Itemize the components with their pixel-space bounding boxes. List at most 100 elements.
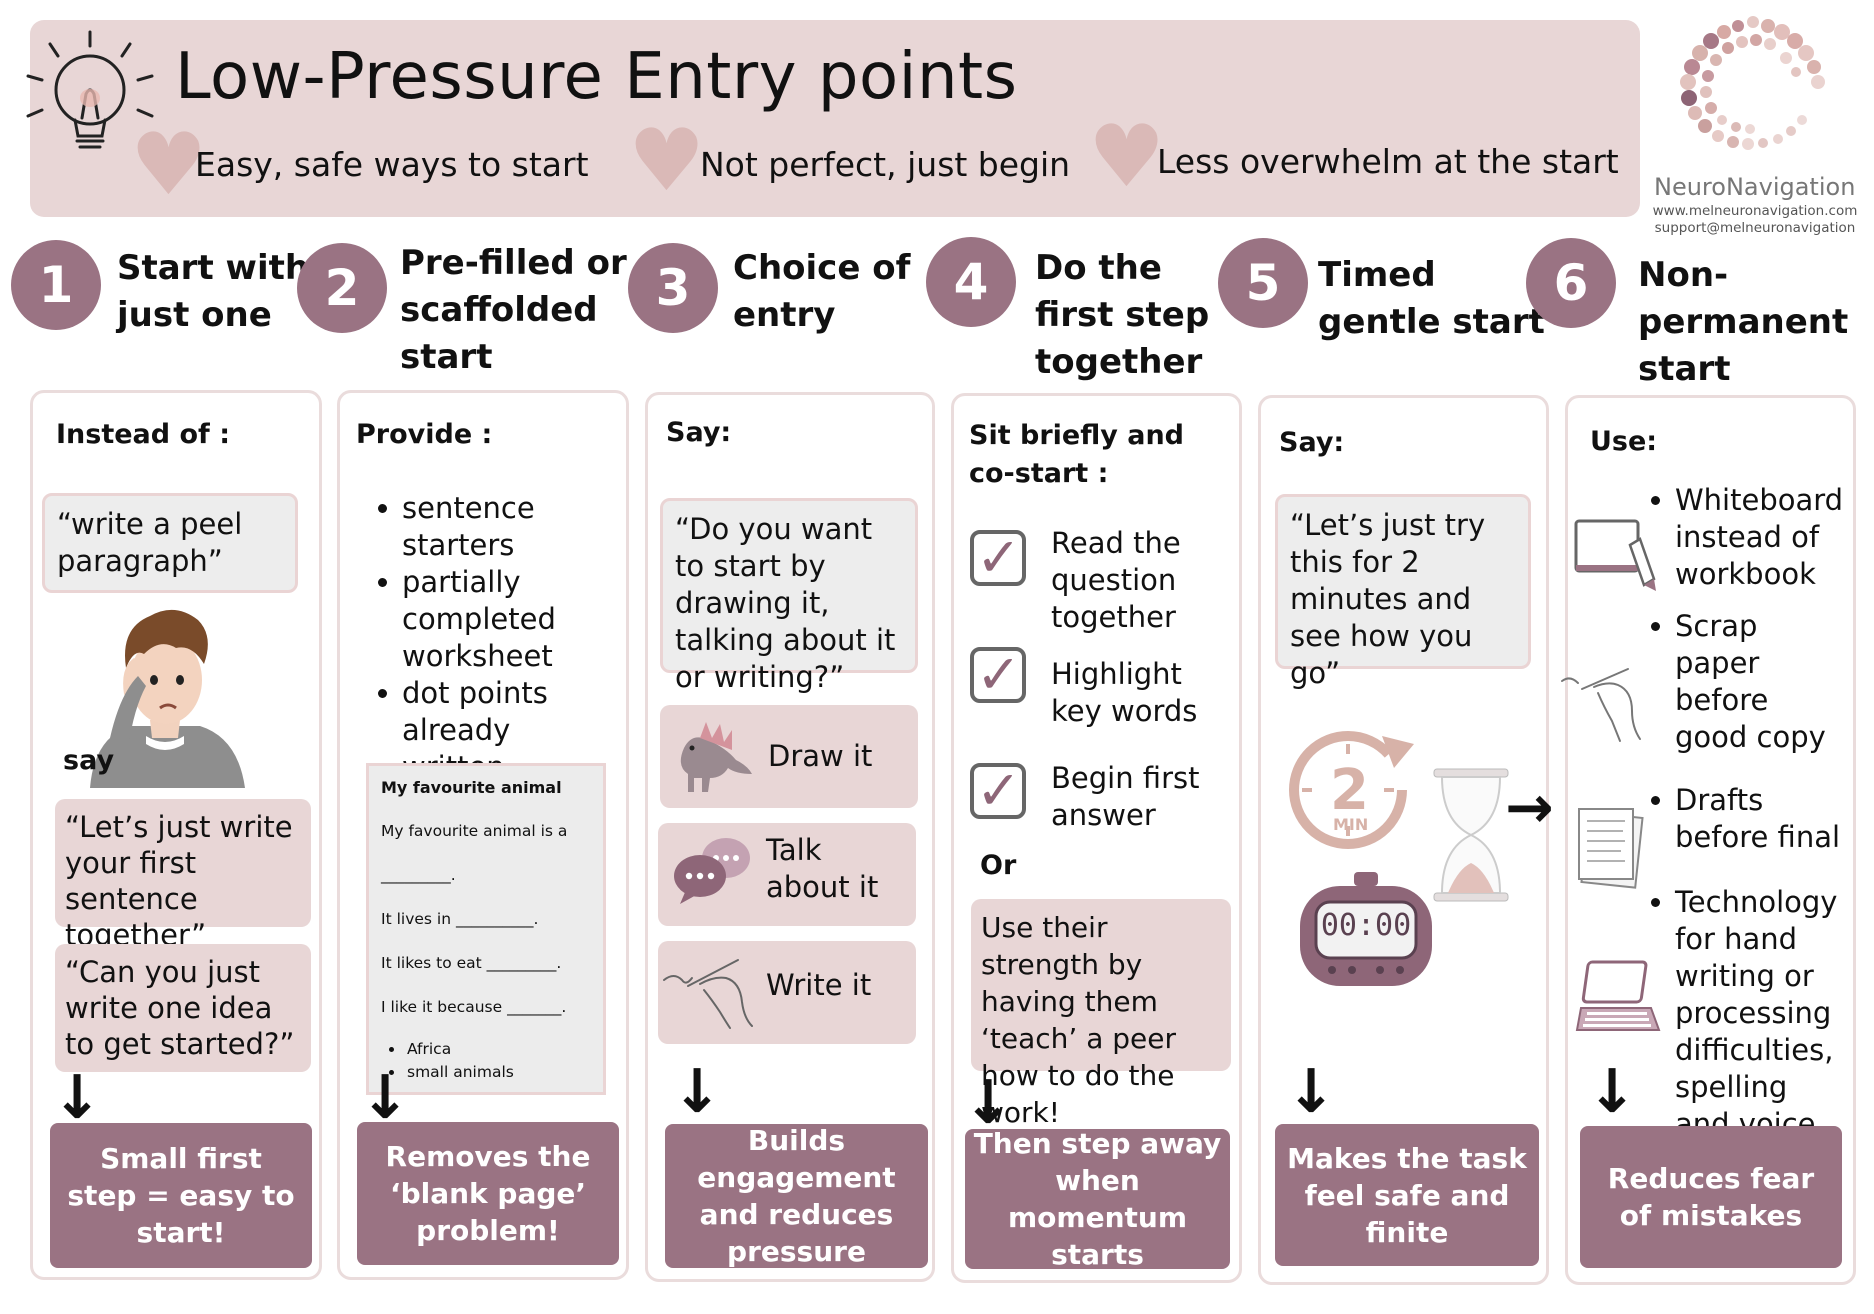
logo-icon xyxy=(1668,10,1838,170)
drafts-icon xyxy=(1575,805,1645,890)
sample-worksheet: My favourite animal My favourite animal … xyxy=(366,763,606,1095)
step-title-line: start xyxy=(1638,349,1731,389)
tagline-3: Less overwhelm at the start xyxy=(1157,142,1619,181)
col2-list: sentence starters partially completed wo… xyxy=(372,490,622,786)
worksheet-title: My favourite animal xyxy=(381,778,562,797)
step-number-3: 3 xyxy=(628,243,718,333)
logo-email[interactable]: support@melneuronavigation xyxy=(1654,220,1856,236)
logo-website[interactable]: www.melneuronavigation.com xyxy=(1652,203,1858,219)
confused-boy-illustration xyxy=(80,598,250,788)
col1-label: Instead of : xyxy=(56,419,230,450)
step-title-line: Start with xyxy=(117,248,310,288)
col4-footer: Then step away when momentum starts xyxy=(965,1127,1230,1271)
laptop-icon xyxy=(1575,958,1661,1038)
col6-footer: Reduces fear of mistakes xyxy=(1580,1126,1842,1268)
step-title-line: together xyxy=(1035,342,1203,382)
worksheet-line: My favourite animal is a xyxy=(381,822,568,840)
col1-footer-text: Small first step = easy to start! xyxy=(67,1142,295,1249)
col2-footer: Removes the ‘blank page’ problem! xyxy=(357,1122,619,1265)
option-write[interactable] xyxy=(658,941,916,1044)
heart-icon: ♥ xyxy=(1088,107,1166,207)
hourglass-icon xyxy=(1430,765,1512,905)
step-number-4: 4 xyxy=(926,237,1016,327)
worksheet-bullets: Africa small animals xyxy=(383,1038,514,1084)
worksheet-line: It likes to eat _________. xyxy=(381,954,562,972)
step-title-2: Pre-filled or scaffolded start xyxy=(400,240,627,381)
col3-footer: Builds engagement and reduces pressure xyxy=(665,1124,928,1268)
step-number-5: 5 xyxy=(1218,238,1308,328)
step-title-line: permanent xyxy=(1638,302,1849,342)
col6-label: Use: xyxy=(1590,426,1658,457)
col1-footer: Small first step = easy to start! xyxy=(50,1123,312,1268)
step-title-line: start xyxy=(400,337,493,377)
arrow-down-icon: ↓ xyxy=(1587,1057,1638,1127)
list-item: Whiteboard instead of workbook xyxy=(1645,482,1845,593)
option-talk-label: Talk about it xyxy=(766,833,879,904)
option-draw-label: Draw it xyxy=(768,739,873,773)
col6-list: Whiteboard instead of workbook Scrap pap… xyxy=(1645,482,1845,1180)
step-title-line: Timed xyxy=(1318,255,1436,295)
step-title-line: gentle start xyxy=(1318,302,1545,342)
step-title-line: just one xyxy=(117,295,272,335)
step-number-1: 1 xyxy=(11,240,101,330)
col4-alt: Use their strength by having them ‘teach… xyxy=(971,899,1231,1129)
checkbox-icon xyxy=(970,647,1026,703)
checkmark-icon: ✓ xyxy=(976,643,1022,706)
arrow-right-icon: → xyxy=(1505,773,1554,841)
worksheet-bullet: small animals xyxy=(383,1061,514,1084)
dinosaur-icon xyxy=(670,718,755,796)
step-title-line: Choice of xyxy=(733,248,911,288)
col4-label: Sit briefly and co-start : xyxy=(969,420,1184,489)
two-minute-timer-icon xyxy=(1282,720,1422,860)
list-item: sentence starters xyxy=(372,490,622,564)
step-title-6: Non- permanent start xyxy=(1638,252,1848,393)
lightbulb-icon xyxy=(20,28,160,158)
checkmark-icon: ✓ xyxy=(976,759,1022,822)
step-title-1: Start with just one xyxy=(117,245,309,339)
step-title-line: first step xyxy=(1035,295,1210,335)
step-title-3: Choice of entry xyxy=(733,245,910,339)
list-item: Scrap paper before good copy xyxy=(1645,608,1845,756)
tagline-2: Not perfect, just begin xyxy=(700,145,1071,184)
step-title-4: Do the first step together xyxy=(1035,245,1209,386)
worksheet-line: I like it because _______. xyxy=(381,998,567,1016)
list-item: Drafts before final xyxy=(1645,782,1845,856)
heart-icon: ♥ xyxy=(628,111,706,211)
writing-hand-icon xyxy=(1560,665,1648,745)
checkmark-icon: ✓ xyxy=(976,526,1022,589)
col1-quote3: “Can you just write one idea to get star… xyxy=(55,944,311,1072)
step-title-line: Pre-filled or xyxy=(400,243,627,283)
col1-say: say xyxy=(63,745,115,776)
step-title-5: Timed gentle start xyxy=(1318,252,1545,346)
col5-footer: Makes the task feel safe and finite xyxy=(1275,1124,1539,1266)
check-item: Read the question together xyxy=(1051,526,1181,634)
arrow-down-icon: ↓ xyxy=(52,1063,103,1133)
step-title-line: Non- xyxy=(1638,255,1729,295)
logo-name: NeuroNavigation xyxy=(1654,173,1856,201)
arrow-down-icon: ↓ xyxy=(1286,1057,1337,1127)
col2-footer-text: Removes the ‘blank page’ problem! xyxy=(385,1140,591,1247)
col5-quote: “Let’s just try this for 2 minutes and s… xyxy=(1275,494,1531,690)
stopwatch-display: 00:00 xyxy=(1320,908,1412,943)
col1-quote2: “Let’s just write your first sentence to… xyxy=(55,799,311,952)
col6-footer-text: Reduces fear of mistakes xyxy=(1607,1162,1815,1232)
list-item: partially completed worksheet xyxy=(372,564,622,675)
col1-quote: “write a peel paragraph” xyxy=(42,493,298,593)
timer-number: 2 xyxy=(1330,758,1369,823)
step-title-line: entry xyxy=(733,295,836,335)
arrow-down-icon: ↓ xyxy=(963,1068,1014,1138)
worksheet-line: _________. xyxy=(381,866,456,884)
worksheet-line: It lives in __________. xyxy=(381,910,539,928)
heart-icon: ♥ xyxy=(130,115,208,215)
col5-label: Say: xyxy=(1279,427,1345,458)
col4-footer-text: Then step away when momentum starts xyxy=(973,1127,1222,1271)
checkbox-icon xyxy=(970,763,1026,819)
col2-label: Provide : xyxy=(356,419,493,450)
arrow-down-icon: ↓ xyxy=(672,1057,723,1127)
col3-label: Say: xyxy=(666,417,732,448)
header-banner xyxy=(30,20,1640,217)
col3-quote: “Do you want to start by drawing it, tal… xyxy=(660,498,918,694)
step-number-2: 2 xyxy=(297,243,387,333)
checkbox-icon xyxy=(970,530,1026,586)
whiteboard-icon xyxy=(1572,515,1662,595)
